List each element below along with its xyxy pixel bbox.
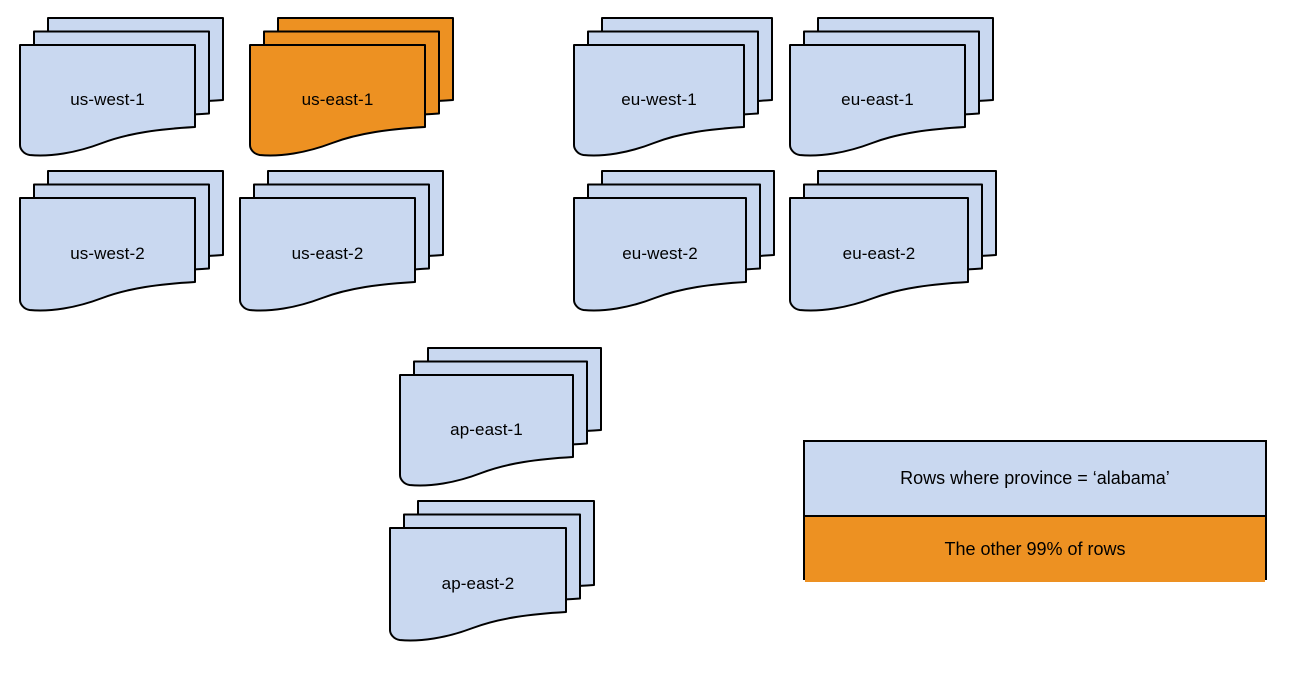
shard-stack-graphic-ap-east-1 xyxy=(399,347,602,487)
shard-sheet-eu-west-2-1 xyxy=(573,197,747,312)
shard-stack-graphic-eu-west-1 xyxy=(573,17,773,157)
shard-sheet-eu-east-1-1 xyxy=(789,44,966,157)
shard-stack-graphic-eu-west-2 xyxy=(573,170,775,312)
shard-stack-graphic-ap-east-2 xyxy=(389,500,595,642)
shard-sheet-us-west-2-1 xyxy=(19,197,196,312)
shard-stack-graphic-eu-east-1 xyxy=(789,17,994,157)
shard-stack-us-east-2[interactable]: us-east-2 xyxy=(238,169,445,312)
legend: Rows where province = ‘alabama’ The other… xyxy=(803,440,1267,582)
shard-sheet-ap-east-2-1 xyxy=(389,527,567,642)
shard-stack-graphic-us-east-2 xyxy=(239,170,444,312)
shard-sheet-us-east-2-1 xyxy=(239,197,416,312)
shard-sheet-eu-east-2-1 xyxy=(789,197,969,312)
shard-sheet-ap-east-1-1 xyxy=(399,374,574,487)
shard-stack-us-west-1[interactable]: us-west-1 xyxy=(18,16,225,157)
legend-label-legend-orange: The other 99% of rows xyxy=(944,539,1126,559)
shard-stack-eu-east-2[interactable]: eu-east-2 xyxy=(788,169,998,312)
shard-sheet-eu-west-1-1 xyxy=(573,44,745,157)
shard-stack-ap-east-1[interactable]: ap-east-1 xyxy=(398,346,603,487)
shard-stack-eu-west-1[interactable]: eu-west-1 xyxy=(572,16,774,157)
shard-stack-eu-east-1[interactable]: eu-east-1 xyxy=(788,16,995,157)
shard-stack-graphic-us-west-2 xyxy=(19,170,224,312)
shard-stack-eu-west-2[interactable]: eu-west-2 xyxy=(572,169,776,312)
shard-stack-graphic-us-east-1 xyxy=(249,17,454,157)
shard-stack-graphic-eu-east-2 xyxy=(789,170,997,312)
shard-stack-us-west-2[interactable]: us-west-2 xyxy=(18,169,225,312)
shard-stack-graphic-us-west-1 xyxy=(19,17,224,157)
shard-sheet-us-west-1-1 xyxy=(19,44,196,157)
legend-row-legend-orange: The other 99% of rows xyxy=(805,517,1265,582)
legend-label-legend-blue: Rows where province = ‘alabama’ xyxy=(900,468,1170,488)
shard-stack-us-east-1[interactable]: us-east-1 xyxy=(248,16,455,157)
shard-stack-ap-east-2[interactable]: ap-east-2 xyxy=(388,499,596,642)
legend-row-legend-blue: Rows where province = ‘alabama’ xyxy=(805,442,1265,517)
shard-sheet-us-east-1-1 xyxy=(249,44,426,157)
